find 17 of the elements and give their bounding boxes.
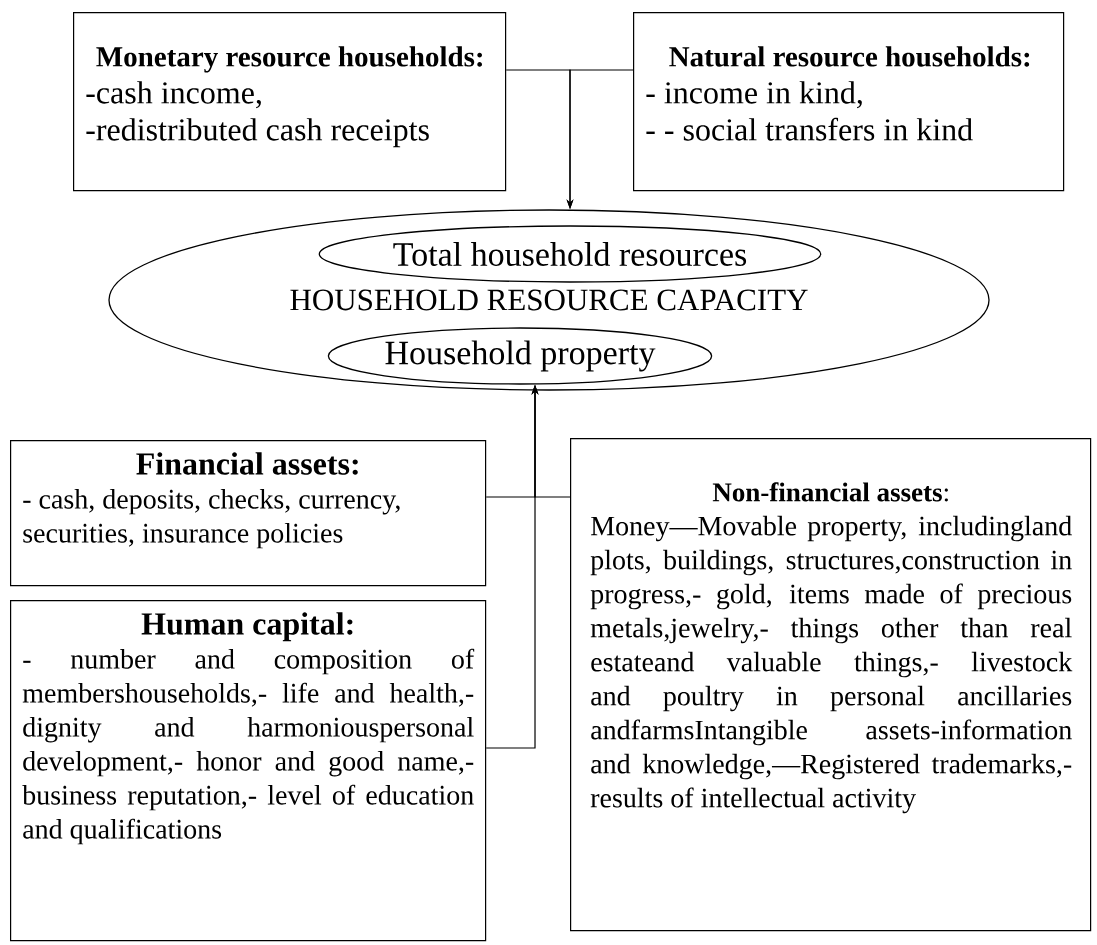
heading: Monetary resource households: [96,46,482,73]
list-item: - - social transfers in kind [646,117,973,141]
heading: Non-financial assets: [712,482,948,502]
list-item: -redistributed cash receipts [86,118,429,148]
list-item: - income in kind, [646,81,862,109]
heading: Financial assets: [136,452,358,475]
heading: Human capital: [141,612,353,642]
text-box [73,12,507,192]
paragraph: - number and composition of membershouseholds,- life and health,- dignity and harmoniouspersonal development,- honor and good name,-business reputation,- level of education and qualifications [22,648,475,845]
heading: Natural resource households: [669,46,1030,67]
text-box [633,12,1065,192]
text-box [10,600,487,942]
paragraph: Money—Movable property, includingland plots, buildings, structures,construction in progress,- gold, items made of precious metals,jewelry,- things other than real estateand valuable things,- livestock and poultry in personal ancillaries andfarmsIntangible assets-information and knowledge,—Registered trademarks,- results of intellectual activity [590,515,1073,814]
paragraph: - cash, deposits, checks, currency, securities, insurance policies [23,489,400,549]
text-box [10,440,487,587]
list-item: -cash income, [86,81,261,109]
text-box [570,438,1092,932]
